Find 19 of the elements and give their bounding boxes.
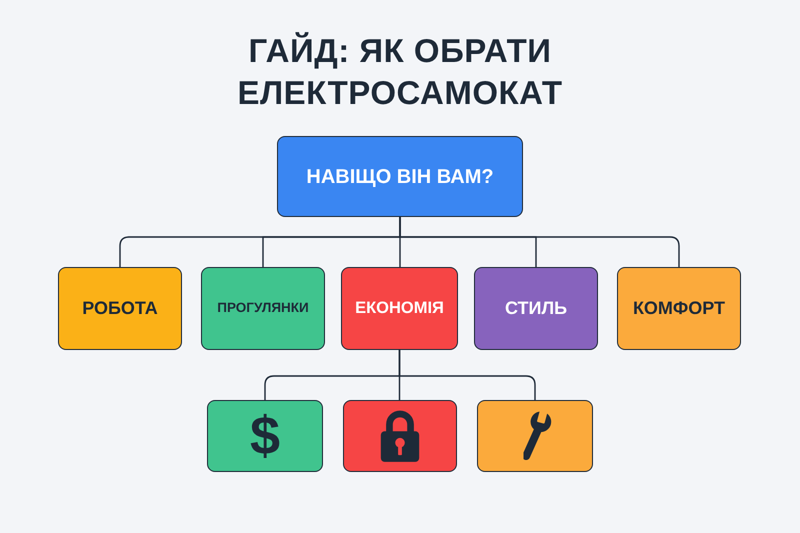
category-box (617, 267, 741, 350)
title: ГАЙД: ЯК ОБРАТИ ЕЛЕКТРОСАМОКАТ (236, 31, 564, 113)
dollar-sign: $ (250, 409, 280, 463)
box-label: ЕКОНОМІЯ (355, 298, 444, 320)
connector-line (398, 350, 536, 400)
box-label: КОМФОРТ (632, 297, 726, 320)
category-box (474, 267, 598, 350)
icon-tile (207, 400, 323, 472)
category-box (201, 267, 325, 350)
connector-line (399, 217, 680, 267)
box-label: ПРОГУЛЯНКИ (217, 299, 309, 318)
box-label: РОБОТА (82, 297, 158, 320)
icon-tile (477, 400, 593, 472)
box-label: НАВІЩО ВІН ВАМ? (306, 164, 494, 190)
icon-tile (343, 400, 457, 472)
category-box (341, 267, 458, 350)
question-box (277, 136, 523, 217)
box-label: СТИЛЬ (504, 297, 568, 320)
category-box (58, 267, 182, 350)
